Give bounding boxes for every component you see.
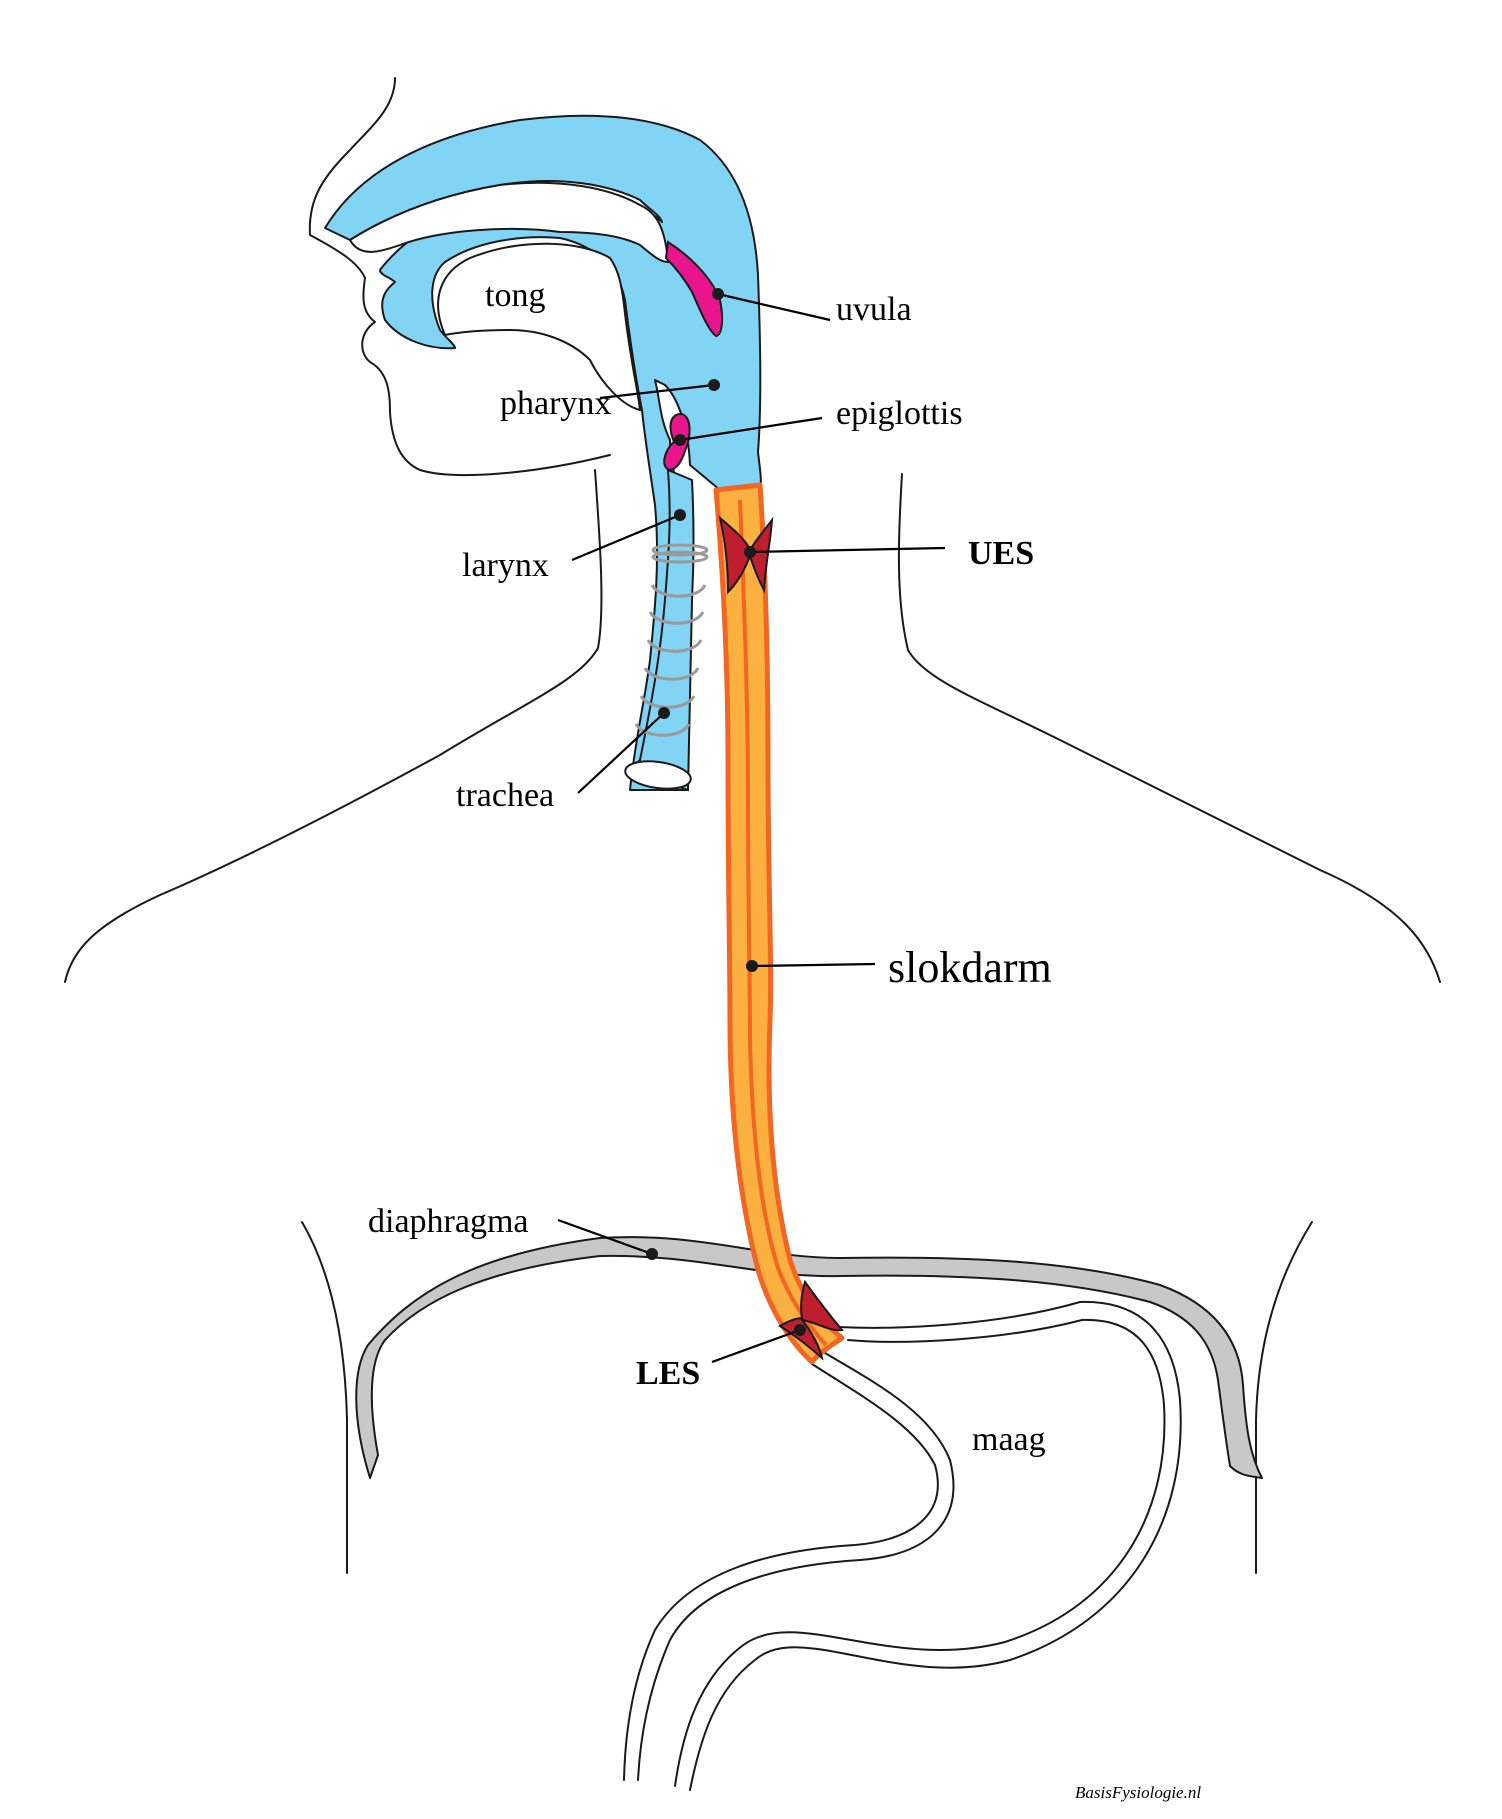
credit-text: BasisFysiologie.nl	[1075, 1783, 1201, 1802]
label-epiglottis: epiglottis	[836, 395, 963, 432]
body-outline	[64, 77, 1441, 1574]
torso-right	[1255, 1221, 1313, 1574]
tongue	[437, 242, 642, 412]
palate-gap	[348, 181, 670, 264]
label-tong: tong	[485, 277, 545, 314]
les-sphincter	[778, 1279, 844, 1361]
torso-left	[301, 1221, 348, 1574]
label-pharynx: pharynx	[500, 385, 611, 422]
esophagus-tube	[713, 482, 845, 1365]
label-diaphragma: diaphragma	[368, 1203, 529, 1240]
neck-back	[897, 473, 1441, 983]
face-profile	[308, 77, 611, 476]
esophagus-inner-line	[738, 499, 828, 1347]
airway	[324, 114, 762, 792]
esophagus	[713, 482, 845, 1365]
label-uvula: uvula	[836, 291, 912, 328]
stomach	[623, 1300, 1182, 1791]
label-slokdarm: slokdarm	[888, 943, 1052, 992]
leader-lines	[557, 288, 946, 1364]
label-les: LES	[636, 1355, 700, 1392]
neck-front	[64, 469, 603, 983]
trachea-rings	[634, 543, 709, 737]
uvula	[664, 240, 724, 338]
label-larynx: larynx	[462, 547, 549, 584]
labels: tong uvula pharynx epiglottis larynx UES…	[368, 277, 1201, 1802]
diaphragm	[355, 1236, 1263, 1479]
label-trachea: trachea	[456, 777, 554, 814]
trachea-opening	[624, 760, 692, 790]
label-ues: UES	[968, 535, 1034, 572]
label-maag: maag	[972, 1421, 1046, 1458]
